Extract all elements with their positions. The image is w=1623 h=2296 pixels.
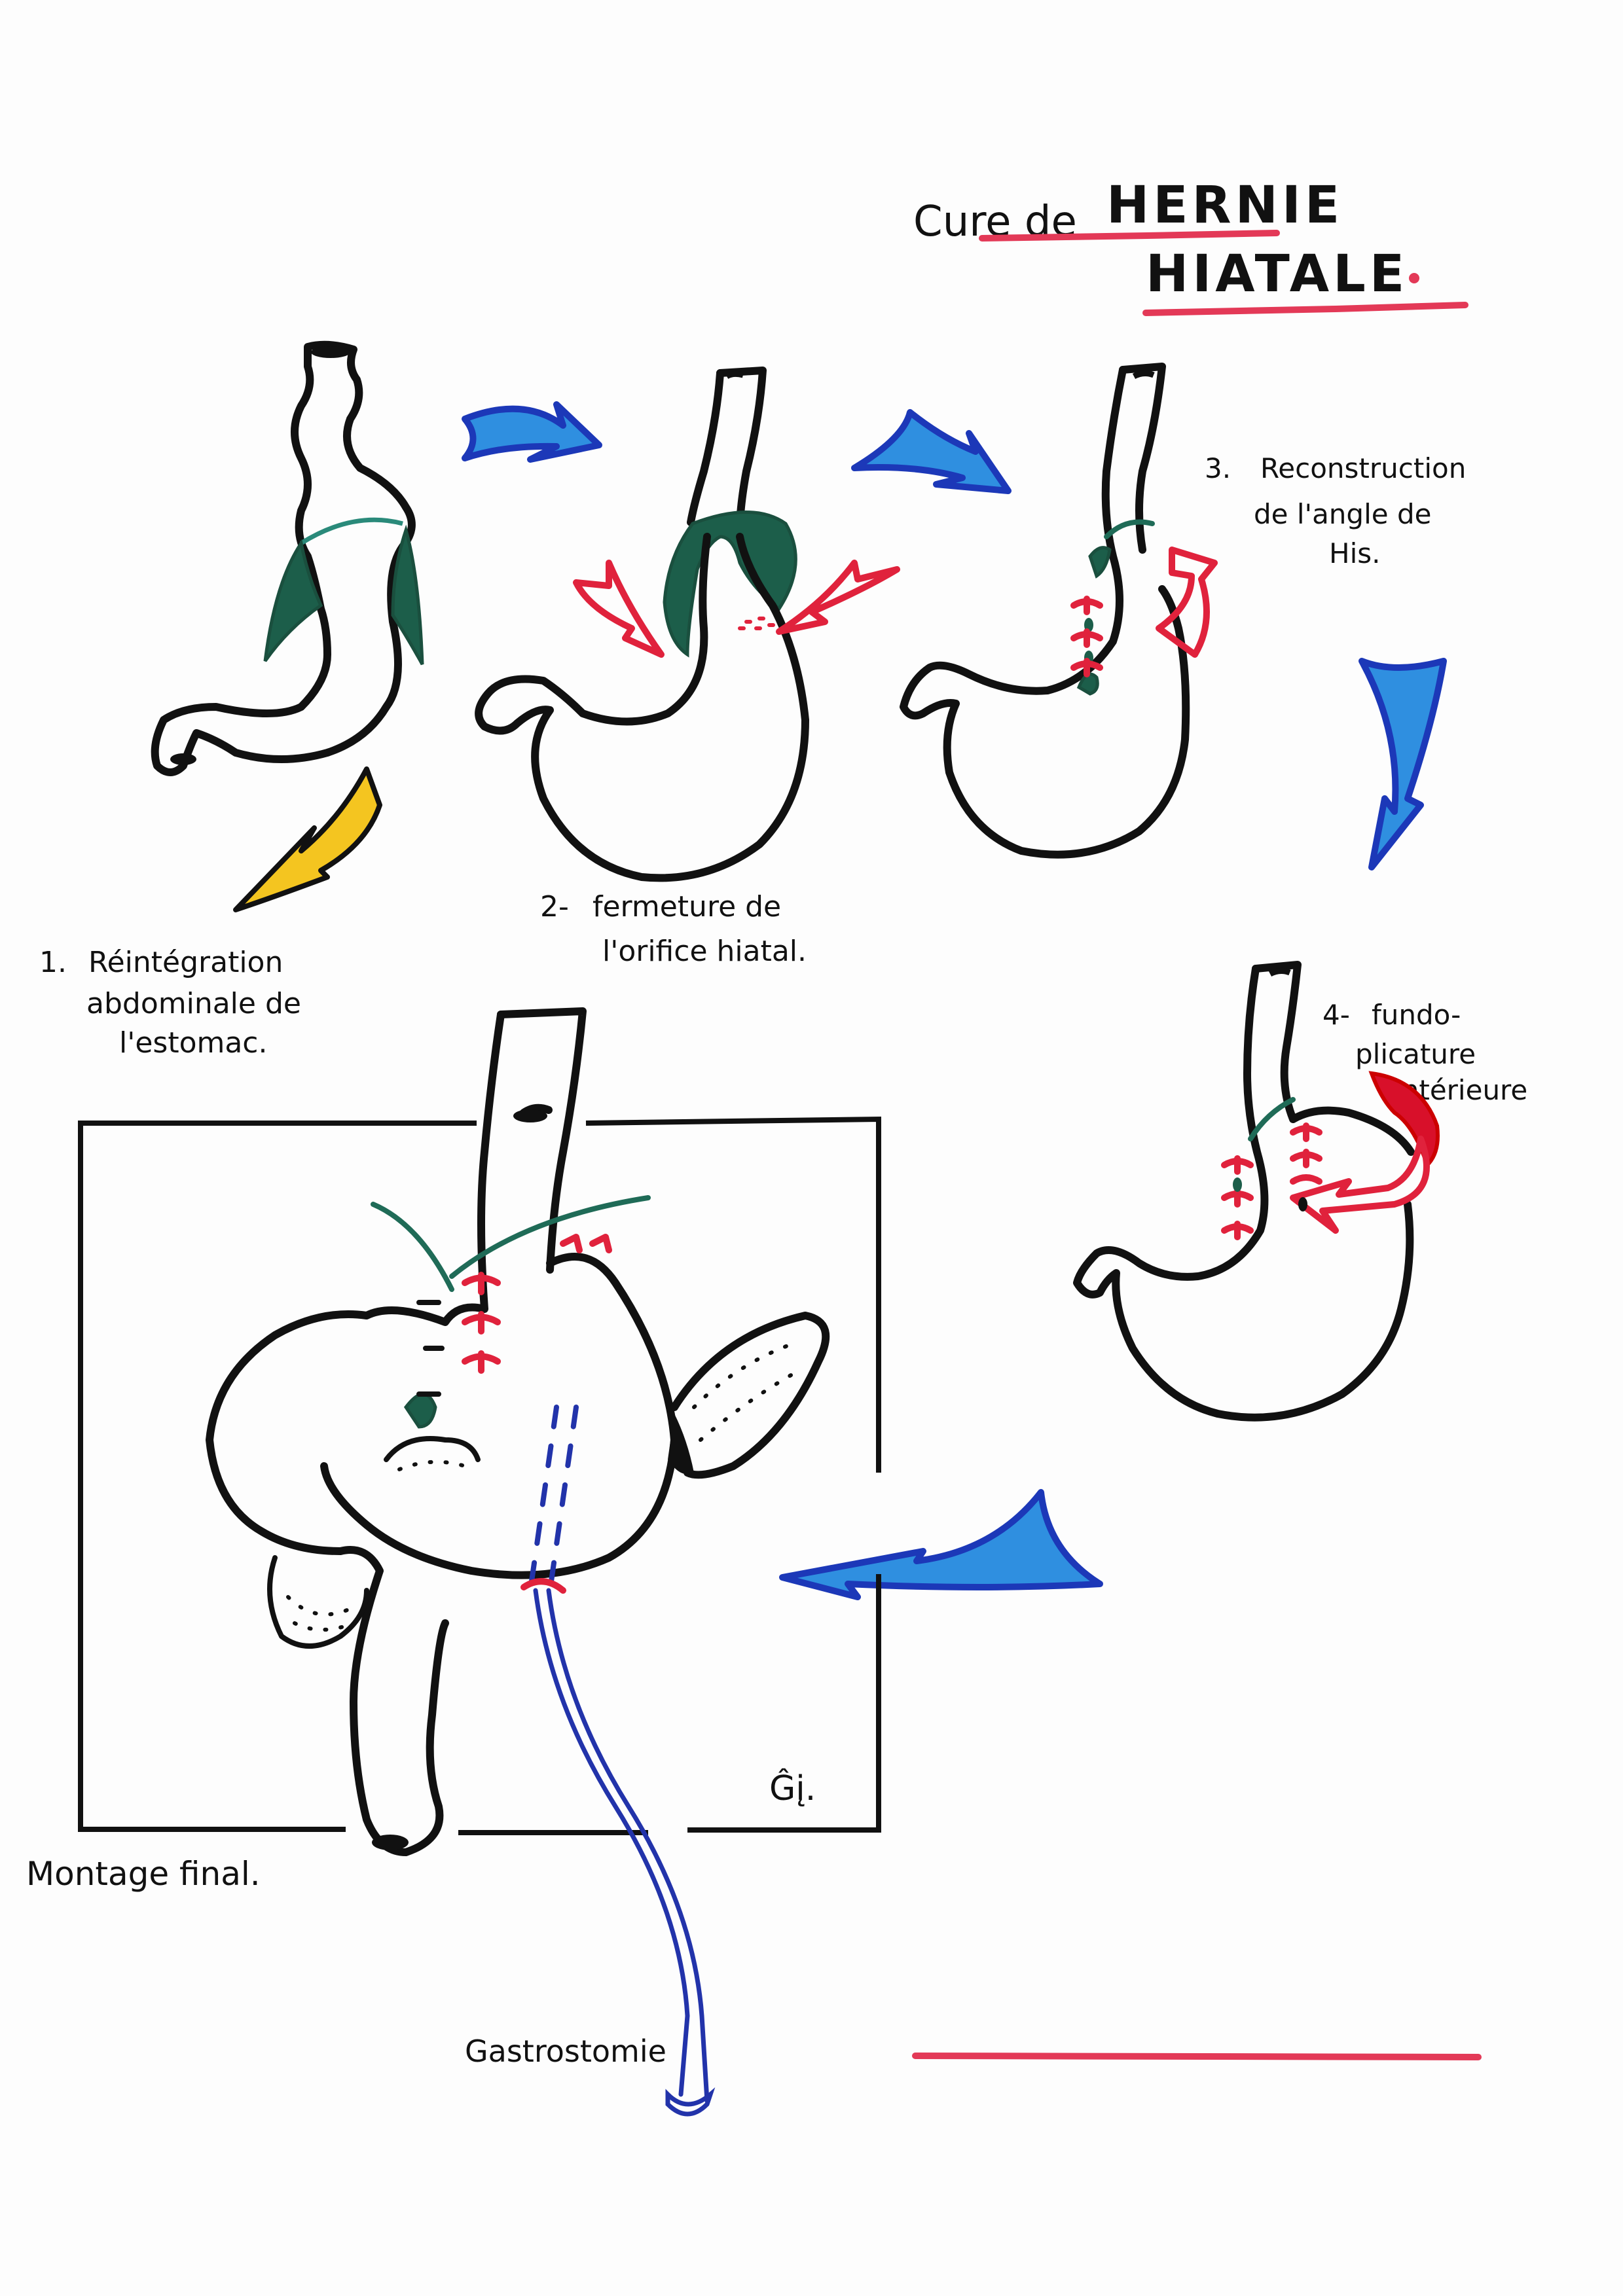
step-1-number: 1.	[39, 946, 67, 979]
flow-arrow-2-to-3	[851, 409, 1012, 494]
stomach-step-1	[151, 340, 424, 912]
suture-stitches-4-right	[1290, 1122, 1322, 1185]
step-2-line-1: fermeture de	[593, 890, 781, 924]
closure-arrow-left	[573, 560, 665, 658]
gastrostomy-tube-right	[546, 1588, 710, 2104]
suture-stitches-3	[1070, 596, 1103, 677]
reduction-arrow-yellow	[233, 766, 382, 912]
stomach-step-2	[475, 367, 900, 882]
esophagus-right-4	[1252, 961, 1415, 1156]
final-caption: Montage final.	[26, 1855, 261, 1893]
diaphragm-line-1	[300, 517, 403, 545]
bottom-red-rule	[912, 2053, 1482, 2060]
step-4-number: 4-	[1322, 999, 1350, 1031]
title-underline-2	[1142, 302, 1468, 316]
suture-dots-2	[738, 617, 775, 630]
esophagus-opening-1	[311, 346, 350, 358]
step-3-number: 3.	[1205, 452, 1231, 484]
hernia-sac-green-2	[663, 511, 797, 658]
step-4-caption: 4- fundo- plicature antérieure	[1322, 999, 1527, 1106]
step-1-caption: 1. Réintégration abdominale de l'estomac…	[39, 946, 301, 1060]
flow-arrow-1-to-2	[462, 401, 602, 463]
esophagus-opening-2	[725, 370, 744, 379]
final-assembly: Ĝį.	[78, 1007, 881, 2117]
pylorus-opening-1	[170, 753, 196, 765]
step-3-line-1: Reconstruction	[1260, 452, 1466, 484]
duodenum-lumen-final	[372, 1835, 409, 1850]
crus-stump-final	[403, 1392, 437, 1429]
flow-arrow-4-to-final	[779, 1489, 1103, 1600]
title-word-hiatale: HIATALE	[1146, 245, 1408, 304]
angle-of-his-arrow	[1156, 547, 1218, 658]
stomach-outline-3	[900, 366, 1190, 859]
step-2-line-2: l'orifice hiatal.	[602, 935, 807, 968]
stomach-outline-2	[475, 533, 809, 882]
ligament-right-final	[449, 1195, 651, 1279]
step-2-caption: 2- fermeture de l'orifice hiatal.	[540, 890, 807, 968]
artist-signature: Ĝį.	[769, 1768, 816, 1808]
esophagus-right-final	[497, 1007, 587, 1274]
gastrostomy-caption: Gastrostomie	[465, 2034, 666, 2069]
spleen-hilum	[668, 1414, 694, 1475]
pancreas-head-stipple	[286, 1595, 356, 1632]
suture-stitches-final-fundus	[560, 1234, 612, 1253]
stomach-duodenum-outline-final	[206, 1011, 505, 1856]
suture-stitches-final-esophagus	[462, 1272, 501, 1374]
step-4-line-2: plicature	[1355, 1038, 1476, 1070]
ligament-left-final	[371, 1202, 454, 1292]
step-1-line-3: l'estomac.	[119, 1026, 268, 1060]
esophagus-lumen-final	[513, 1109, 547, 1122]
step-3-line-3: His.	[1329, 537, 1380, 569]
gastrostomy-tube-left	[533, 1588, 690, 2097]
frame-bottom-right	[687, 1574, 881, 1833]
crus-stitch-knot-4	[1233, 1177, 1242, 1192]
greater-curvature-final	[320, 1253, 678, 1579]
esophagus-opening-3	[1132, 370, 1155, 380]
esophagus-opening-4	[1268, 967, 1291, 977]
gastrostomy-tube-inner-left	[528, 1405, 559, 1593]
crus-stitches-final	[416, 1300, 445, 1397]
gastrostomy-purse-string	[520, 1578, 566, 1594]
flow-arrow-3-to-4	[1359, 658, 1447, 870]
esophagus-left-2	[687, 369, 724, 526]
stomach-outline-4	[1073, 965, 1414, 1422]
herniated-stomach-outline	[151, 340, 416, 776]
step-4-line-1: fundo-	[1372, 999, 1461, 1031]
diaphragm-crus-right-1	[391, 524, 424, 666]
step-1-line-2: abdominale de	[86, 987, 301, 1020]
title-underline-1	[979, 230, 1280, 242]
frame-top-right	[585, 1116, 881, 1473]
step-1-line-1: Réintégration	[88, 946, 283, 979]
diaphragm-crus-left-1	[263, 539, 323, 662]
phrenoesophageal-ligament-3	[1104, 519, 1155, 539]
title-word-hernie: HERNIE	[1106, 176, 1343, 235]
gastrostomy-tube-inner-right	[547, 1405, 579, 1593]
stomach-step-3	[900, 363, 1218, 859]
crus-stump-3b	[1076, 672, 1099, 696]
gastrostomy-tube-end	[665, 2087, 716, 2117]
title-red-dot	[1409, 273, 1419, 283]
phrenoesophageal-ligament-4	[1248, 1097, 1296, 1141]
esophagus-right-2	[716, 367, 767, 534]
spleen-outline	[670, 1312, 830, 1479]
pancreas-body-stipple	[397, 1460, 467, 1471]
crus-stump-3a	[1088, 546, 1112, 579]
pancreas-head-outline	[267, 1555, 369, 1649]
stomach-step-4	[1073, 961, 1440, 1422]
step-3-caption: 3. Reconstruction de l'angle de His.	[1205, 452, 1466, 569]
fundus-stitch-knot-4	[1298, 1197, 1307, 1211]
fundoplication-arrow	[1290, 1136, 1430, 1234]
suture-stitches-4-left	[1221, 1155, 1254, 1240]
spleen-stipple	[692, 1340, 801, 1442]
pancreas-body-outline	[384, 1436, 481, 1462]
step-2-number: 2-	[540, 890, 569, 924]
closure-arrow-right	[776, 560, 900, 635]
title-block: Cure de HERNIE HIATALE	[913, 176, 1468, 316]
step-3-line-2: de l'angle de	[1254, 498, 1431, 530]
frame-left	[78, 1121, 477, 1832]
